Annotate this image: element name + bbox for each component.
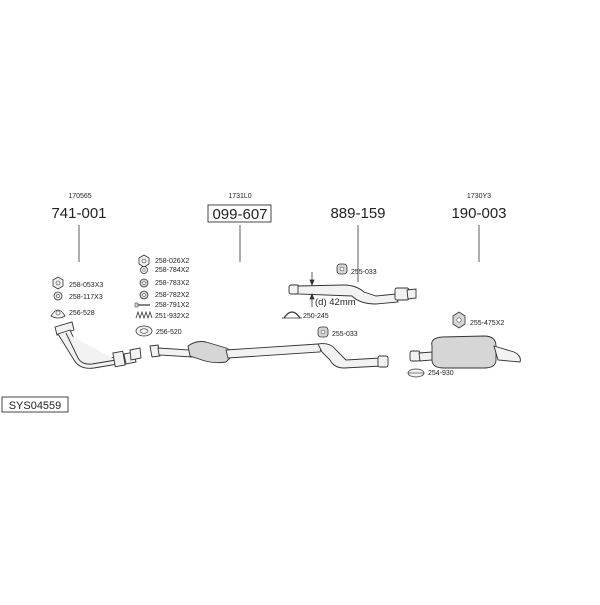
- assembly-catalytic-label: 1731L0 099-607: [207, 193, 272, 262]
- part-number[interactable]: 741-001: [51, 205, 106, 222]
- gasket-icon: [135, 325, 153, 337]
- system-ref-box: [1, 396, 69, 413]
- catalytic-converter-drawing: [149, 341, 389, 369]
- part-label[interactable]: 254-930: [428, 370, 454, 377]
- part-number[interactable]: 889-159: [330, 205, 385, 222]
- bolt-icon: [134, 302, 150, 308]
- spring-icon: [135, 310, 153, 320]
- oe-number: 170565: [68, 193, 91, 200]
- assembly-rear-silencer-label: 1730Y3 190-003: [451, 193, 507, 262]
- part-label[interactable]: 255-033: [332, 331, 358, 338]
- part-number[interactable]: 190-003: [451, 205, 506, 222]
- part-label[interactable]: 258-784X2: [155, 267, 189, 274]
- part-label[interactable]: 258-117X3: [69, 294, 103, 301]
- nut-icon: [452, 311, 466, 329]
- part-label[interactable]: 258-026X2: [155, 258, 189, 265]
- mid-pipe-drawing: [288, 284, 417, 305]
- oe-number: 1731L0: [228, 193, 251, 200]
- oe-number: 1730Y3: [467, 193, 491, 200]
- rubber-hanger-icon: [317, 326, 329, 338]
- assembly-front-pipe-label: 170565 741-001: [51, 193, 107, 262]
- washer-icon: [140, 266, 148, 274]
- nut-icon: [138, 254, 150, 268]
- gasket-icon: [50, 309, 66, 319]
- diameter-indicator: [309, 272, 315, 307]
- rubber-hanger-icon: [336, 263, 348, 275]
- part-label[interactable]: 255-475X2: [470, 320, 504, 327]
- spring-washer-icon: [139, 278, 149, 288]
- part-label[interactable]: 251-932X2: [155, 313, 189, 320]
- highlight-box: [207, 204, 272, 223]
- part-label[interactable]: 258-782X2: [155, 292, 189, 299]
- part-label[interactable]: 256-520: [156, 329, 182, 336]
- part-label[interactable]: 258-791X2: [155, 302, 189, 309]
- washer-icon: [53, 291, 63, 301]
- nut-icon: [52, 276, 64, 290]
- clamp-icon: [282, 311, 302, 319]
- part-label[interactable]: 256-528: [69, 310, 95, 317]
- system-reference: SYS04559: [9, 400, 62, 412]
- part-label[interactable]: 258-053X3: [69, 282, 103, 289]
- diameter-note: (d) 42mm: [315, 297, 356, 308]
- part-label[interactable]: 258-783X2: [155, 280, 189, 287]
- part-number[interactable]: 099-607: [212, 206, 267, 223]
- clamp-icon: [407, 368, 425, 378]
- nut-icon: [139, 290, 149, 300]
- rear-silencer-drawing: [409, 335, 521, 369]
- assembly-mid-pipe-label: 889-159: [330, 205, 386, 282]
- front-pipe-drawing: [54, 321, 142, 369]
- part-label[interactable]: 250-245: [303, 313, 329, 320]
- part-label[interactable]: 255-033: [351, 269, 377, 276]
